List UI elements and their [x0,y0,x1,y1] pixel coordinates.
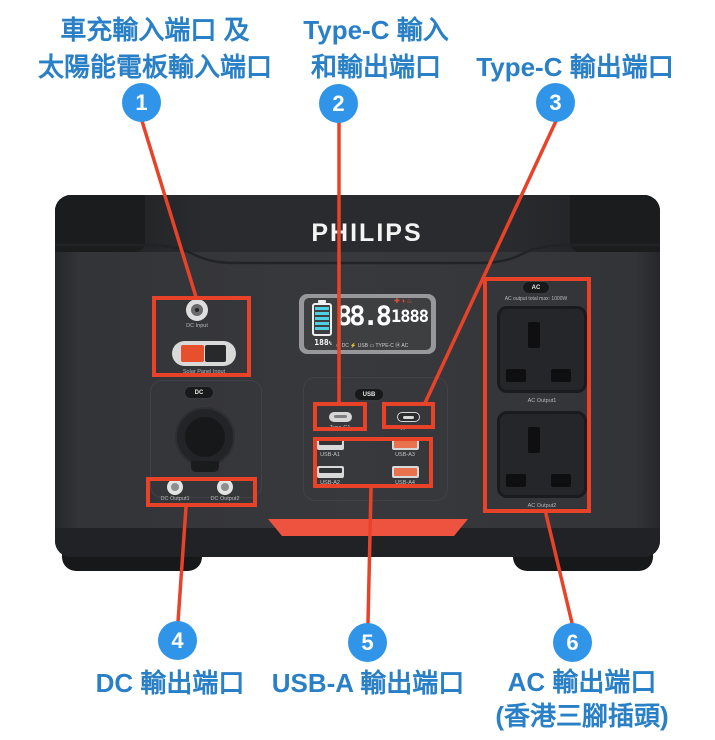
callout-marker-5: 5 [348,623,387,662]
display-mode-row: ⊙ DC ⚡ USB ▭ TYPE-C Ⓜ AC [336,343,409,349]
callout-label-line: (香港三腳插頭) [495,701,669,731]
callout-marker-4: 4 [158,621,197,660]
dc-input-port-pin [195,308,199,312]
callout-label-line: Type-C 輸出端口 [476,52,674,82]
car-socket-flap [191,461,219,472]
callout-label-1: 車充輸入端口 及 太陽能電板輸入端口 [0,12,315,86]
usb-a2-label: USB-A2 [320,480,340,486]
dc-input-label: DC Input [186,323,208,329]
callout-label-4: DC 輸出端口 [50,665,290,702]
usb-section-panel [303,377,448,501]
highlight-box-dc-out [146,477,257,507]
solar-input-label: Solar Panel Input [182,369,226,375]
callout-marker-6: 6 [553,623,592,662]
usb-a4-label: USB-A4 [395,480,415,486]
ac-socket-2-earth-hole [528,427,540,453]
battery-bar [315,327,329,330]
callout-label-6: AC 輸出端口 (香港三腳插頭) [462,665,702,733]
usb-a3-tongue [394,440,417,448]
type-c1-port-slot [334,415,347,418]
brand-logo: PHILIPS [311,219,423,247]
dc-section-panel [150,380,262,498]
callout-label-line: Type-C 輸入 [303,15,449,45]
callout-marker-3: 3 [536,83,575,122]
main-power-readout: 88.8 [336,301,392,332]
secondary-readout: 1888 [391,307,429,327]
usb-a4-tongue [394,468,417,476]
percent-sign: % [328,341,332,347]
highlight-box-input [152,296,251,377]
battery-bar [315,307,329,310]
dc-output1-label: DC Output1 [160,496,190,502]
callout-label-line: USB-A 輸出端口 [271,668,465,698]
highlight-box-typec1 [313,402,367,431]
usb-a1-label: USB-A1 [320,452,340,458]
callout-label-line: AC 輸出端口 [507,667,657,697]
display-status-icons: ✚◑♨ [394,298,414,305]
solar-connector-black-block [205,345,226,362]
device-accent-bar [268,519,468,536]
callout-label-line: 和輸出端口 [310,52,441,82]
type-c2-port-slot [403,415,414,419]
dc-output2-port-inner [221,483,229,491]
battery-bar [315,322,329,325]
battery-icon [312,303,332,336]
callout-marker-2: 2 [319,84,358,123]
car-socket-inner [185,417,225,457]
callout-label-line: 太陽能電板輸入端口 [37,52,272,82]
dc-output1-port-inner [171,483,179,491]
callout-label-5: USB-A 輸出端口 [248,665,488,702]
callout-label-line: 車充輸入端口 及 [60,15,250,45]
callout-label-3: Type-C 輸出端口 [455,49,695,86]
battery-bar [315,317,329,320]
ac-socket-2-live-hole [506,474,526,487]
ac-output2-label: AC Output2 [527,503,557,509]
callout-label-line: DC 輸出端口 [95,668,245,698]
battery-percent-number: 188 [314,338,329,347]
highlight-box-usba [313,437,433,488]
callout-marker-1: 1 [122,83,161,122]
usb-a1-tongue [319,440,342,445]
battery-bar [315,312,329,315]
dc-button: DC [184,386,214,399]
dc-output2-label: DC Output2 [210,496,240,502]
usb-button: USB [354,388,384,401]
solar-connector-orange-block [181,345,204,362]
battery-percent-value: 188% [306,338,340,347]
battery-icon-cap [318,300,326,303]
highlight-box-ac [483,277,591,513]
ac-socket-2-neutral-hole [551,474,571,487]
usb-a2-tongue [319,468,342,473]
highlight-box-typec2 [382,402,435,429]
usb-a3-label: USB-A3 [395,452,415,458]
callout-label-2: Type-C 輸入 和輸出端口 [256,12,496,86]
device-handle-right [570,195,660,252]
device-handle-left [55,195,145,252]
